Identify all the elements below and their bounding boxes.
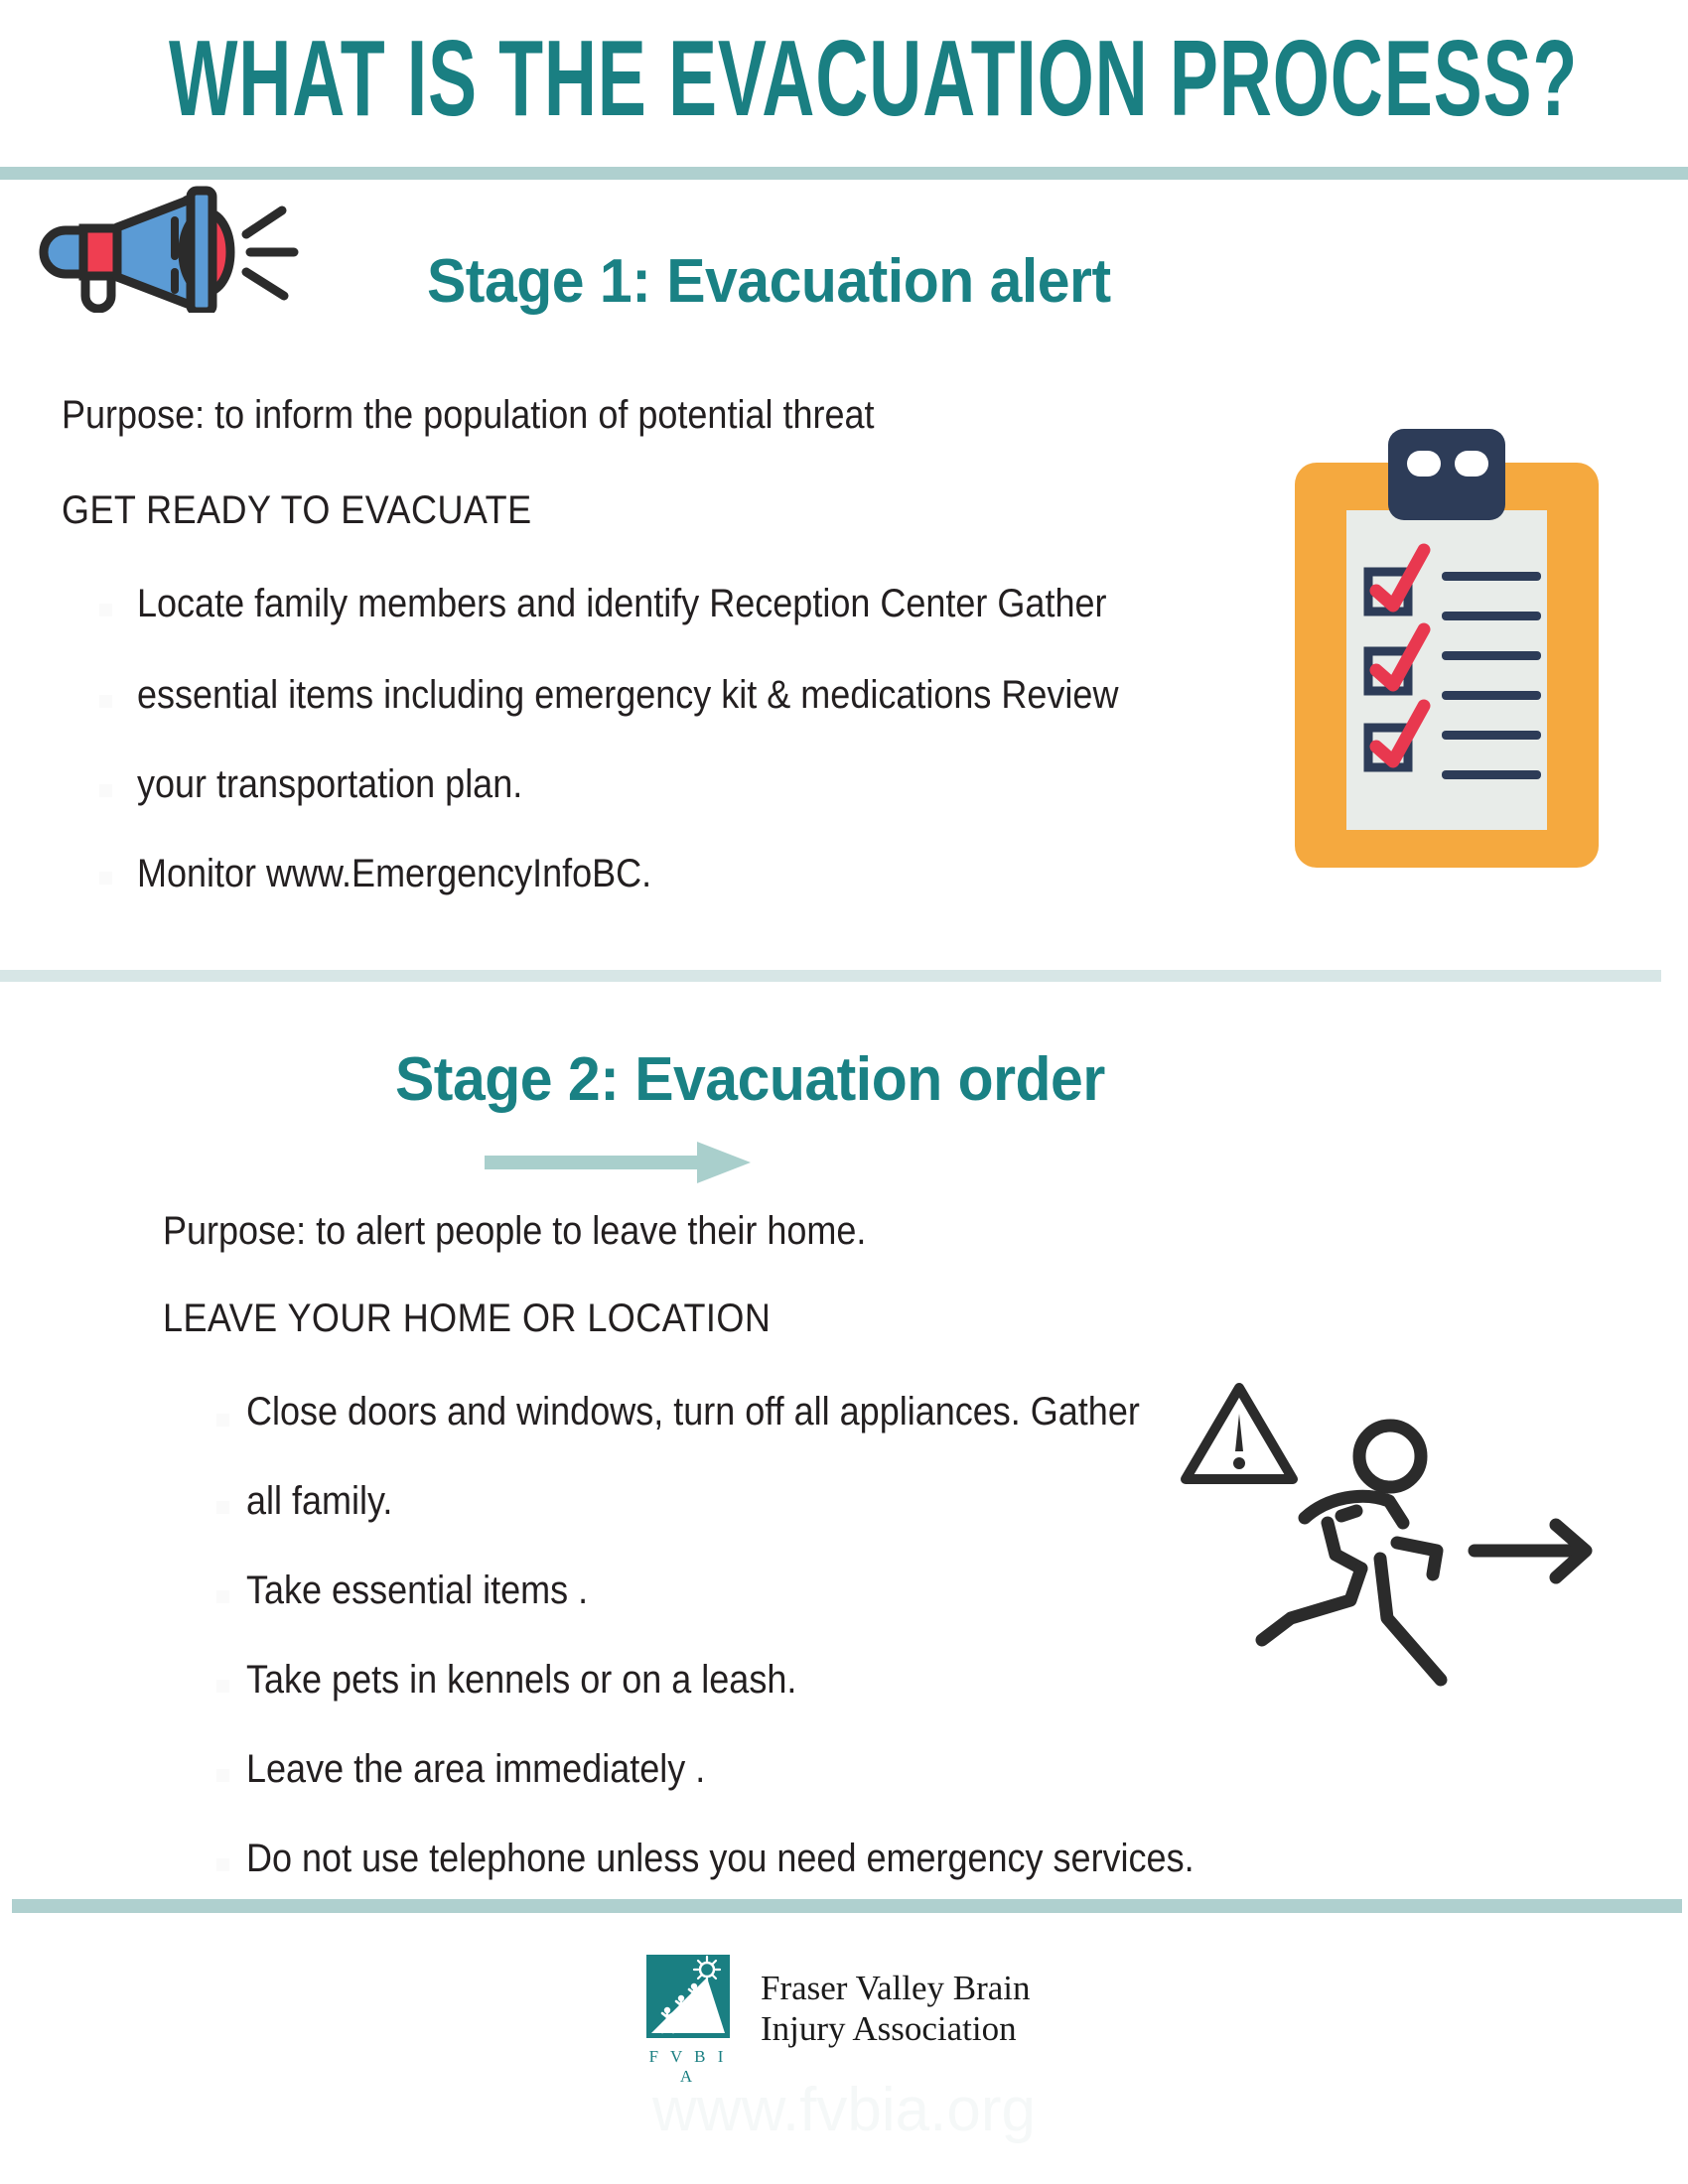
site-watermark: www.fvbia.org bbox=[652, 2076, 1036, 2144]
clipboard-checklist-icon bbox=[1291, 425, 1605, 877]
divider-bottom bbox=[12, 1899, 1682, 1913]
stage-1-heading: Stage 1: Evacuation alert bbox=[427, 247, 1111, 316]
running-person-icon bbox=[1255, 1419, 1448, 1687]
logo-caption: F V B I A bbox=[648, 2047, 728, 2086]
divider-middle bbox=[0, 970, 1661, 982]
fvbia-logo: F V B I A Fraser Valley Brain Injury Ass… bbox=[645, 1954, 1031, 2087]
stage-1-purpose: Purpose: to inform the population of pot… bbox=[62, 393, 875, 437]
bullet-marker bbox=[216, 1858, 229, 1871]
bullet-marker bbox=[99, 784, 112, 797]
bullet-marker bbox=[216, 1680, 229, 1693]
megaphone-icon bbox=[36, 179, 334, 318]
divider-top bbox=[0, 167, 1688, 180]
bullet-marker bbox=[216, 1414, 229, 1427]
stage-2-bullet-4: Take pets in kennels or on a leash. bbox=[246, 1658, 797, 1702]
evacuation-icon-group bbox=[1177, 1374, 1614, 1706]
logo-mark: F V B I A bbox=[645, 1954, 731, 2087]
bullet-marker bbox=[99, 872, 112, 885]
bullet-marker bbox=[99, 604, 112, 616]
stage-2-purpose: Purpose: to alert people to leave their … bbox=[163, 1209, 867, 1253]
bullet-marker bbox=[216, 1590, 229, 1603]
warning-triangle-icon bbox=[1181, 1383, 1298, 1484]
stage-1-bullet-1: Locate family members and identify Recep… bbox=[137, 582, 1107, 625]
stage-2-bullet-6: Do not use telephone unless you need eme… bbox=[246, 1837, 1195, 1880]
bullet-marker bbox=[216, 1501, 229, 1514]
stage-2-bullet-1: Close doors and windows, turn off all ap… bbox=[246, 1390, 1140, 1433]
stage-1-directive: GET READY TO EVACUATE bbox=[62, 488, 532, 532]
bullet-marker bbox=[216, 1769, 229, 1782]
right-arrow-icon bbox=[485, 1140, 753, 1190]
stage-2-directive: LEAVE YOUR HOME OR LOCATION bbox=[163, 1297, 772, 1340]
stage-2-bullet-2: all family. bbox=[246, 1479, 393, 1523]
stage-1-bullet-4: Monitor www.EmergencyInfoBC. bbox=[137, 852, 652, 895]
stage-2-bullet-5: Leave the area immediately . bbox=[246, 1747, 706, 1791]
stage-2-bullet-3: Take essential items . bbox=[246, 1569, 589, 1612]
bullet-marker bbox=[99, 695, 112, 708]
org-name-line-2: Injury Association bbox=[761, 2009, 1017, 2049]
fvbia-emblem-icon bbox=[646, 1955, 730, 2038]
stage-2-heading: Stage 2: Evacuation order bbox=[395, 1045, 1105, 1114]
org-name-line-1: Fraser Valley Brain bbox=[761, 1969, 1031, 2007]
stage-1-bullet-2: essential items including emergency kit … bbox=[137, 673, 1119, 717]
page-title: WHAT IS THE EVACUATION PROCESS? bbox=[169, 19, 1579, 139]
exit-arrow-icon bbox=[1468, 1518, 1593, 1584]
stage-1-bullet-3: your transportation plan. bbox=[137, 762, 523, 806]
org-name: Fraser Valley Brain Injury Association bbox=[761, 1954, 1031, 2050]
